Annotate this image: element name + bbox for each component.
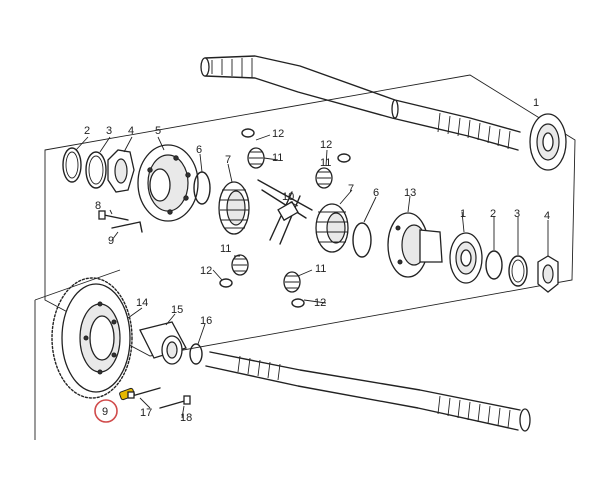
side-gear-7-left <box>218 181 250 235</box>
label-11-c: 11 <box>220 243 231 255</box>
label-16: 16 <box>200 315 212 327</box>
label-3-right: 3 <box>514 208 520 220</box>
label-7-left: 7 <box>225 154 231 166</box>
label-3-left: 3 <box>106 125 112 137</box>
label-5: 5 <box>155 125 161 137</box>
ring-gear-14 <box>51 277 133 399</box>
label-12-b: 12 <box>320 139 332 151</box>
bearing-1-right <box>449 232 483 284</box>
label-17: 17 <box>140 407 152 419</box>
label-12-a: 12 <box>272 128 284 140</box>
oring-16 <box>189 343 203 365</box>
label-1-right: 1 <box>460 208 466 220</box>
bolt-8-and-lock-9 <box>98 210 143 233</box>
pinion-gear-11-top <box>247 147 265 169</box>
label-15: 15 <box>171 304 183 316</box>
lower-housing-outline <box>34 269 121 440</box>
top-axle-shaft <box>200 55 521 151</box>
label-2-right: 2 <box>490 208 496 220</box>
diff-case-5 <box>137 144 199 222</box>
leader-lines <box>75 134 549 419</box>
label-6-left: 6 <box>196 144 202 156</box>
label-11-a: 11 <box>272 152 283 164</box>
label-8: 8 <box>95 200 101 212</box>
bearing-1-top <box>529 113 567 171</box>
part-labels: 2 3 4 5 6 7 12 11 12 11 8 9 10 7 6 13 1 … <box>84 97 550 424</box>
label-14: 14 <box>136 297 148 309</box>
label-1-top: 1 <box>533 97 539 109</box>
snap-ring-2-left <box>62 147 82 183</box>
washer-6-right <box>352 222 372 258</box>
lower-shaft <box>205 351 531 432</box>
highlight-callout-9: 9 <box>94 399 118 423</box>
label-2-left: 2 <box>84 125 90 137</box>
bolt-18 <box>159 395 191 409</box>
pinion-shaft-10 <box>257 179 313 245</box>
label-18: 18 <box>180 412 192 424</box>
label-9-upper: 9 <box>108 235 114 247</box>
label-7-right: 7 <box>348 183 354 195</box>
label-11-b: 11 <box>320 157 331 169</box>
label-4-right: 4 <box>544 210 550 222</box>
carrier-13 <box>387 212 443 278</box>
hub-15 <box>139 321 187 365</box>
ring-3-left <box>85 151 107 189</box>
label-12-c: 12 <box>200 265 212 277</box>
bolt-17 <box>127 387 161 399</box>
label-10: 10 <box>282 191 294 203</box>
ring-3-right <box>508 255 528 287</box>
label-4-left: 4 <box>128 125 134 137</box>
nut-4-right <box>537 255 559 293</box>
label-11-d: 11 <box>315 263 326 275</box>
snap-ring-2-right <box>485 250 503 280</box>
label-13: 13 <box>404 187 416 199</box>
pinion-gear-11-lower-right <box>283 271 301 293</box>
pinion-gear-11-right <box>315 167 333 189</box>
upper-housing-outline <box>44 74 576 357</box>
nut-4-left <box>107 149 135 193</box>
pinion-gear-11-lower-left <box>231 254 249 276</box>
label-12-d: 12 <box>314 297 326 309</box>
side-gear-7-right <box>315 203 349 253</box>
label-9-circled: 9 <box>102 406 108 418</box>
label-6-right: 6 <box>373 187 379 199</box>
thrust-washers-12 <box>219 128 351 308</box>
